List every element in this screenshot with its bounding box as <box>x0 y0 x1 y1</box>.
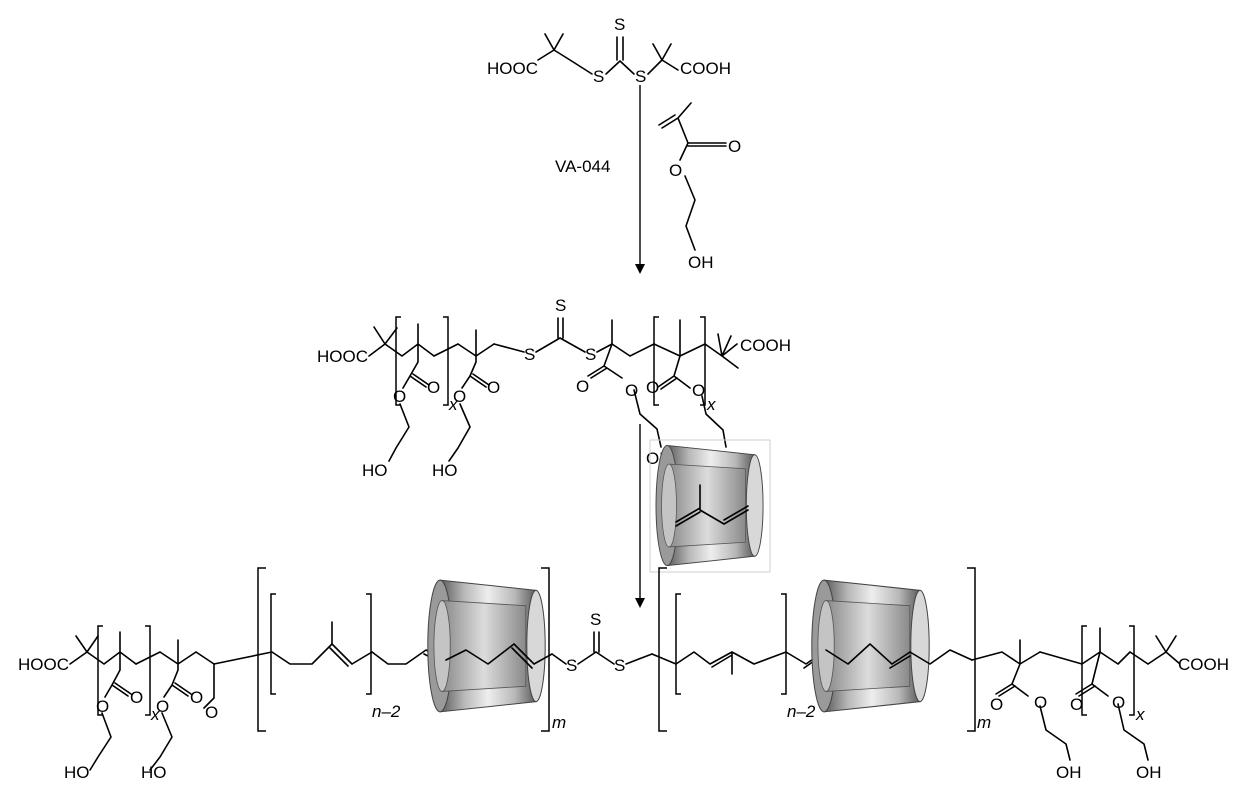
raft-s1: S <box>593 67 604 86</box>
cd-icon-bottom-right <box>811 579 930 713</box>
bot-ho2: HO <box>141 763 167 782</box>
bot-o6: O <box>990 695 1003 714</box>
raft-hooc: HOOC <box>487 59 538 78</box>
mid-sub-x2: x <box>706 395 716 414</box>
bot-o4: O <box>190 688 203 707</box>
mid-ho2: HO <box>432 461 458 480</box>
bot-sub-x1: x <box>150 705 160 724</box>
mid-o4: O <box>487 378 500 397</box>
isoprene-icon <box>675 484 749 527</box>
mid-o2: O <box>427 378 440 397</box>
raft-s-thione: S <box>614 15 625 34</box>
mid-s1: S <box>524 345 535 364</box>
inclusion-block-copolymer: HOOC O O x O O O n–2 m S S S n–2 m O O O… <box>18 567 1229 782</box>
bot-sub-x2: x <box>1135 705 1145 724</box>
mid-o1: O <box>393 387 406 406</box>
mid-cooh: COOH <box>740 336 791 355</box>
mid-hooc: HOOC <box>317 347 368 366</box>
mid-o5: O <box>576 377 589 396</box>
bot-o1: O <box>96 697 109 716</box>
bot-s-thione: S <box>590 610 601 629</box>
hema-monomer: O O OH <box>658 102 741 272</box>
bot-s1: S <box>566 656 577 675</box>
bot-o8: O <box>1070 695 1083 714</box>
bot-s2: S <box>614 656 625 675</box>
bot-ho1: HO <box>64 763 90 782</box>
bot-cooh: COOH <box>1178 655 1229 674</box>
mid-o7: O <box>646 378 659 397</box>
mid-o3: O <box>453 387 466 406</box>
mid-ho1: HO <box>362 461 388 480</box>
cyclodextrin-cone-icon <box>655 444 764 567</box>
mid-o6: O <box>625 381 638 400</box>
hema-o-carbonyl: O <box>728 137 741 156</box>
bot-hooc: HOOC <box>18 655 69 674</box>
bot-oh1: OH <box>1056 763 1082 782</box>
hema-oh: OH <box>688 253 714 272</box>
cd-icon-bottom-left <box>427 579 546 713</box>
mid-sub-x1: x <box>448 395 458 414</box>
bot-o7: O <box>1034 693 1047 712</box>
bot-o5: O <box>205 703 218 722</box>
bot-o9: O <box>1112 693 1125 712</box>
raft-s2: S <box>635 67 646 86</box>
raft-agent: HOOC S S S COOH <box>487 15 731 86</box>
hema-o-ester: O <box>669 161 682 180</box>
mid-s2: S <box>585 345 596 364</box>
mid-s-thione: S <box>555 296 566 315</box>
mid-o8: O <box>692 381 705 400</box>
raft-cooh: COOH <box>680 59 731 78</box>
bot-o3: O <box>156 697 169 716</box>
bot-o2: O <box>130 688 143 707</box>
cyclodextrin-isoprene-complex <box>649 439 771 573</box>
bot-sub-n2-right: n–2 <box>787 702 816 721</box>
reagent-va044: VA-044 <box>555 157 610 176</box>
bot-sub-n2-left: n–2 <box>372 702 401 721</box>
bot-sub-m-left: m <box>552 713 566 732</box>
bot-sub-m-right: m <box>977 713 991 732</box>
bot-oh2: OH <box>1136 763 1162 782</box>
